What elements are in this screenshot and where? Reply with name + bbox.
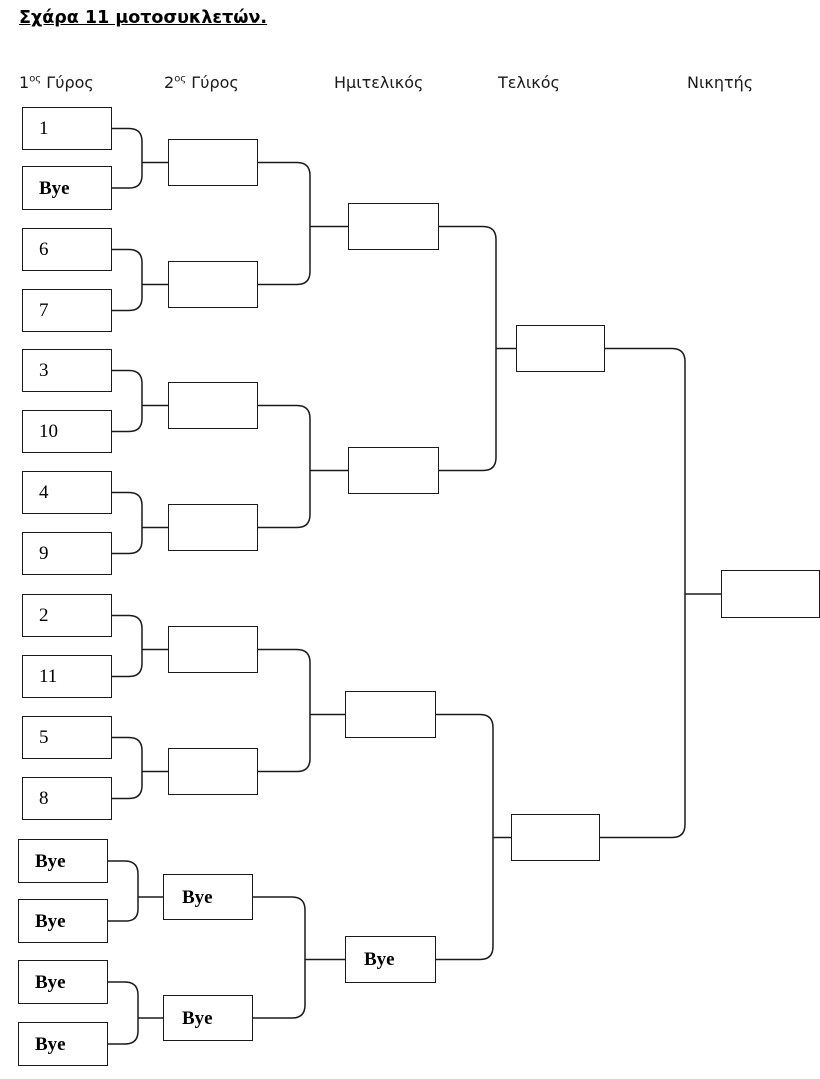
bracket-slot-round1-15[interactable]: Bye: [18, 960, 108, 1004]
bracket-slot-round2-7[interactable]: Bye: [163, 874, 253, 920]
bracket-slot-round2-4[interactable]: [168, 504, 258, 551]
bracket-slot-label: Bye: [182, 886, 213, 908]
bracket-slot-winner-1[interactable]: [721, 570, 820, 618]
bracket-slot-label: 1: [39, 118, 49, 139]
bracket-slot-round1-6[interactable]: 10: [22, 410, 112, 453]
bracket-slot-round2-8[interactable]: Bye: [163, 995, 253, 1041]
column-header-winner: Νικητής: [687, 73, 754, 92]
bracket-slot-round1-1[interactable]: 1: [22, 107, 112, 150]
bracket-slot-final-2[interactable]: [511, 814, 600, 861]
bracket-slot-label: 3: [39, 360, 49, 381]
bracket-slot-round1-14[interactable]: Bye: [18, 899, 108, 943]
bracket-slot-label: 6: [39, 239, 49, 260]
bracket-slot-label: 4: [39, 482, 49, 503]
bracket-slot-label: 7: [39, 300, 49, 321]
bracket-slot-label: 2: [39, 605, 49, 626]
bracket-slot-round2-6[interactable]: [168, 748, 258, 795]
bracket-slot-final-1[interactable]: [516, 325, 605, 372]
column-header-round2: 2ος Γύρος: [164, 73, 239, 92]
bracket-slot-round1-12[interactable]: 8: [22, 777, 112, 820]
column-header-round1-number: 1: [19, 73, 30, 92]
bracket-slot-semifinal-2[interactable]: [348, 447, 439, 494]
bracket-slot-label: Bye: [35, 1033, 66, 1055]
column-header-semifinal: Ημιτελικός: [334, 73, 424, 92]
bracket-slot-label: Bye: [35, 850, 66, 872]
bracket-slot-round1-5[interactable]: 3: [22, 349, 112, 392]
bracket-slot-round1-7[interactable]: 4: [22, 471, 112, 514]
bracket-slot-label: 5: [39, 727, 49, 748]
bracket-slot-label: Bye: [35, 971, 66, 993]
bracket-slot-label: 10: [39, 421, 58, 442]
column-header-round1: 1ος Γύρος: [19, 73, 94, 92]
bracket-slot-round1-3[interactable]: 6: [22, 228, 112, 271]
bracket-slot-round2-5[interactable]: [168, 626, 258, 673]
bracket-slot-label: 9: [39, 543, 49, 564]
bracket-slot-label: Bye: [182, 1007, 213, 1029]
column-header-round2-ordinal: ος: [174, 73, 187, 85]
column-header-round1-word: Γύρος: [41, 73, 94, 92]
bracket-slot-label: Bye: [35, 910, 66, 932]
bracket-slot-label: 8: [39, 788, 49, 809]
bracket-slot-label: 11: [39, 666, 58, 687]
bracket-slot-round1-11[interactable]: 5: [22, 716, 112, 759]
bracket-slot-round1-4[interactable]: 7: [22, 289, 112, 332]
column-header-round1-ordinal: ος: [29, 73, 42, 85]
bracket-slot-semifinal-4[interactable]: Bye: [345, 936, 436, 983]
column-header-round2-word: Γύρος: [186, 73, 239, 92]
bracket-slot-round1-13[interactable]: Bye: [18, 839, 108, 883]
bracket-slot-semifinal-1[interactable]: [348, 203, 439, 250]
bracket-slot-round1-2[interactable]: Bye: [22, 166, 112, 210]
bracket-slot-round1-8[interactable]: 9: [22, 532, 112, 575]
column-header-final: Τελικός: [498, 73, 560, 92]
bracket-slot-label: Bye: [39, 177, 70, 199]
bracket-slot-round1-16[interactable]: Bye: [18, 1022, 108, 1066]
bracket-slot-label: Bye: [364, 949, 395, 970]
bracket-slot-round2-1[interactable]: [168, 139, 258, 186]
column-header-round2-number: 2: [164, 73, 175, 92]
bracket-slot-round2-3[interactable]: [168, 382, 258, 429]
bracket-slot-round2-2[interactable]: [168, 261, 258, 308]
bracket-slot-semifinal-3[interactable]: [345, 691, 436, 738]
page-title: Σχάρα 11 μοτοσυκλετών.: [19, 8, 268, 28]
bracket-slot-round1-10[interactable]: 11: [22, 655, 112, 698]
bracket-slot-round1-9[interactable]: 2: [22, 594, 112, 637]
